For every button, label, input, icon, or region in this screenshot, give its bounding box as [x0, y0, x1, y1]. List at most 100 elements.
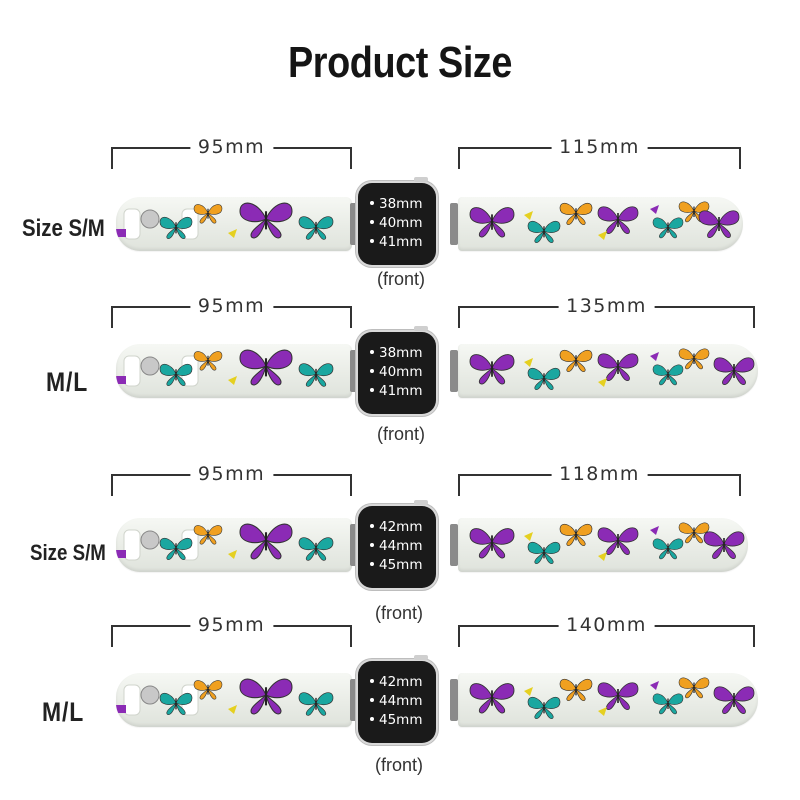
case-size-item: 38mm: [370, 195, 422, 214]
butterfly-icon: [559, 349, 593, 372]
band-connector: [450, 679, 458, 721]
buckle-icon: [140, 356, 160, 376]
right-strap-image: [458, 344, 758, 398]
butterfly-icon: [713, 357, 755, 385]
bullet-dot-icon: [370, 524, 374, 528]
left-strap-dimension: 95mm: [111, 294, 352, 328]
band-connector: [350, 350, 358, 392]
right-strap-image: [458, 518, 748, 572]
right-length-text: 118mm: [551, 462, 648, 486]
left-strap-image: [116, 344, 352, 398]
butterfly-icon: [298, 692, 334, 716]
butterfly-icon: [193, 680, 223, 700]
bullet-dot-icon: [370, 543, 374, 547]
case-size-item: 38mm: [370, 344, 422, 363]
band-connector: [450, 350, 458, 392]
size-label: Size S/M: [30, 540, 106, 565]
watch-face: 38mm 40mm 41mm: [358, 177, 436, 265]
butterfly-icon: [527, 696, 561, 719]
butterfly-icon: [159, 537, 193, 560]
butterfly-icon: [159, 216, 193, 239]
butterfly-icon: [678, 201, 710, 223]
butterfly-icon: [559, 202, 593, 225]
butterfly-icon: [469, 207, 515, 238]
size-row-2: M/L 95mm 135mm 38mm 40mm 41mm (front): [0, 294, 800, 444]
butterfly-icon: [193, 525, 223, 545]
view-label: (front): [375, 755, 424, 775]
case-size-item: 44mm: [370, 692, 422, 711]
left-length-text: 95mm: [189, 294, 274, 318]
size-row-1: Size S/M 95mm 115mm 38mm 40mm 41mm (fron…: [0, 135, 800, 289]
left-strap-dimension: 95mm: [111, 613, 352, 647]
watch-face: 38mm 40mm 41mm: [358, 326, 436, 414]
butterfly-icon: [678, 348, 710, 370]
butterfly-icon: [298, 216, 334, 240]
right-strap-dimension: 140mm: [458, 613, 755, 647]
butterfly-icon: [527, 541, 561, 564]
case-size-item: 40mm: [370, 363, 422, 382]
left-strap-image: [116, 197, 352, 251]
left-strap-dimension: 95mm: [111, 135, 352, 169]
right-strap-image: [458, 197, 743, 251]
left-strap-image: [116, 673, 352, 727]
size-row-3: Size S/M 95mm 118mm 42mm 44mm 45mm (fron…: [0, 462, 800, 623]
right-strap-dimension: 135mm: [458, 294, 755, 328]
case-size-item: 40mm: [370, 214, 422, 233]
butterfly-icon: [678, 522, 710, 544]
butterfly-icon: [527, 367, 561, 390]
butterfly-icon: [652, 538, 684, 560]
bullet-dot-icon: [370, 239, 374, 243]
band-connector: [350, 524, 358, 566]
left-length-text: 95mm: [189, 462, 274, 486]
butterfly-icon: [239, 523, 293, 560]
buckle-icon: [140, 685, 160, 705]
view-label: (front): [377, 269, 426, 289]
bullet-dot-icon: [370, 201, 374, 205]
right-strap-dimension: 118mm: [458, 462, 741, 496]
bullet-dot-icon: [370, 698, 374, 702]
buckle-icon: [140, 209, 160, 229]
bullet-dot-icon: [370, 717, 374, 721]
butterfly-icon: [527, 220, 561, 243]
butterfly-icon: [469, 683, 515, 714]
bullet-dot-icon: [370, 369, 374, 373]
case-size-item: 41mm: [370, 233, 422, 252]
size-label: M/L: [46, 367, 89, 397]
butterfly-icon: [469, 528, 515, 559]
bullet-dot-icon: [370, 220, 374, 224]
bullet-dot-icon: [370, 679, 374, 683]
butterfly-icon: [193, 204, 223, 224]
view-label: (front): [377, 424, 426, 444]
band-connector: [450, 203, 458, 245]
band-connector: [450, 524, 458, 566]
butterfly-icon: [559, 678, 593, 701]
case-size-item: 42mm: [370, 673, 422, 692]
bullet-dot-icon: [370, 562, 374, 566]
case-size-item: 44mm: [370, 537, 422, 556]
right-length-text: 115mm: [551, 135, 648, 159]
case-size-list: 38mm 40mm 41mm: [370, 195, 422, 252]
case-size-item: 45mm: [370, 711, 422, 730]
right-strap-image: [458, 673, 758, 727]
butterfly-icon: [703, 531, 745, 559]
left-strap-dimension: 95mm: [111, 462, 352, 496]
butterfly-icon: [298, 363, 334, 387]
butterfly-icon: [652, 364, 684, 386]
bullet-dot-icon: [370, 388, 374, 392]
right-length-text: 140mm: [558, 613, 655, 637]
case-size-list: 42mm 44mm 45mm: [370, 518, 422, 575]
butterfly-icon: [239, 349, 293, 386]
size-row-4: M/L 95mm 140mm 42mm 44mm 45mm (front): [0, 613, 800, 775]
view-label: (front): [375, 603, 424, 623]
left-strap-image: [116, 518, 352, 572]
butterfly-icon: [597, 527, 639, 555]
case-size-item: 42mm: [370, 518, 422, 537]
size-label: M/L: [42, 697, 85, 727]
butterfly-icon: [678, 677, 710, 699]
band-connector: [350, 679, 358, 721]
band-connector: [350, 203, 358, 245]
watch-face: 42mm 44mm 45mm: [358, 655, 436, 743]
right-strap-dimension: 115mm: [458, 135, 741, 169]
butterfly-icon: [159, 363, 193, 386]
case-size-item: 45mm: [370, 556, 422, 575]
